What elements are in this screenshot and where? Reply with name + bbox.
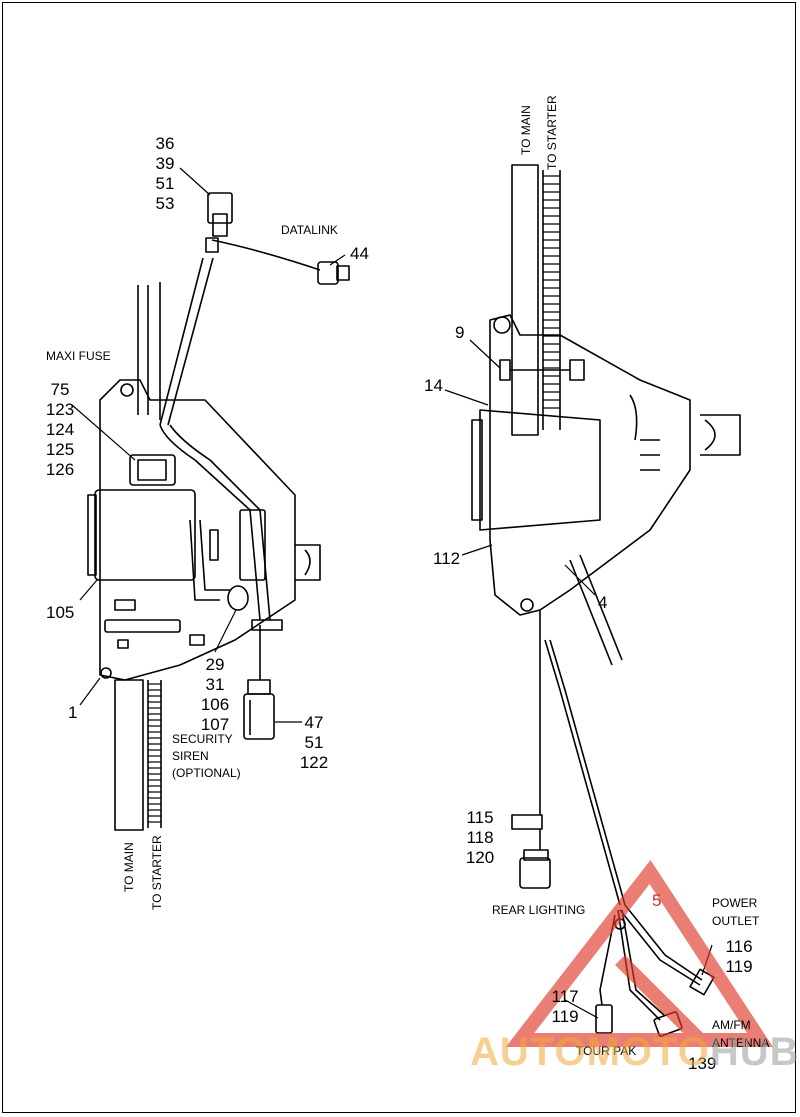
security-siren-label: SECURITY SIREN (OPTIONAL): [172, 732, 241, 780]
power-outlet-label: POWER OUTLET: [712, 896, 760, 928]
watermark-text: AUTOMOTOHUB: [470, 1030, 800, 1074]
am-fm-antenna-label: AM/FM ANTENNA: [712, 1018, 770, 1050]
datalink-label: DATALINK: [281, 223, 338, 237]
rear-lighting-label: REAR LIGHTING: [492, 903, 586, 917]
watermark-logo-icon: [505, 859, 773, 1047]
to-main-left-label: TO MAIN: [122, 842, 136, 892]
callout-5: 5: [652, 891, 662, 910]
callout-139: 139: [688, 1054, 717, 1073]
callout-105: 105: [46, 603, 75, 622]
callout-112: 112: [433, 549, 461, 568]
callout-1: 1: [68, 703, 78, 722]
to-main-right-label: TO MAIN: [519, 105, 533, 155]
tour-pak-label: TOUR PAK: [576, 1044, 637, 1058]
callout-44: 44: [350, 244, 369, 263]
maxi-fuse-label: MAXI FUSE: [46, 349, 111, 363]
to-starter-right-label: TO STARTER: [545, 95, 559, 170]
to-starter-left-label: TO STARTER: [150, 835, 164, 910]
callout-9: 9: [455, 323, 465, 342]
callout-4: 4: [598, 593, 608, 612]
callout-14: 14: [424, 376, 443, 395]
